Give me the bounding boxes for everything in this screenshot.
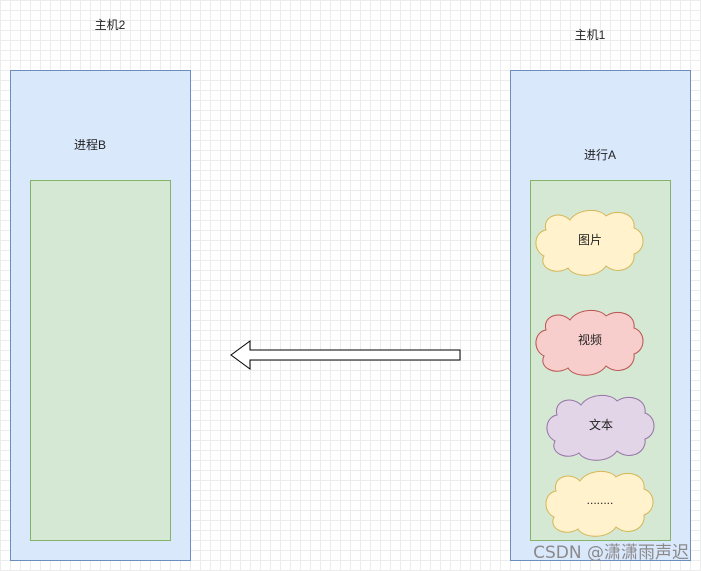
cloud-more-label: ........: [587, 493, 614, 507]
process-b-container[interactable]: [30, 180, 171, 541]
cloud-image-label: 图片: [578, 233, 602, 247]
cloud-video[interactable]: 视频: [535, 309, 644, 376]
watermark: CSDN @潇潇雨声迟: [533, 543, 689, 563]
cloud-more[interactable]: ........: [545, 470, 654, 537]
cloud-video-label: 视频: [578, 332, 602, 347]
host2-title: 主机2: [94, 18, 126, 32]
host1-title: 主机1: [574, 28, 606, 42]
process-b-label: 进程B: [73, 138, 107, 152]
transfer-arrow[interactable]: [230, 340, 461, 370]
cloud-image[interactable]: 图片: [535, 209, 644, 276]
cloud-text-label: 文本: [589, 417, 613, 432]
cloud-text[interactable]: 文本: [546, 394, 655, 461]
process-a-label: 进行A: [583, 148, 617, 162]
